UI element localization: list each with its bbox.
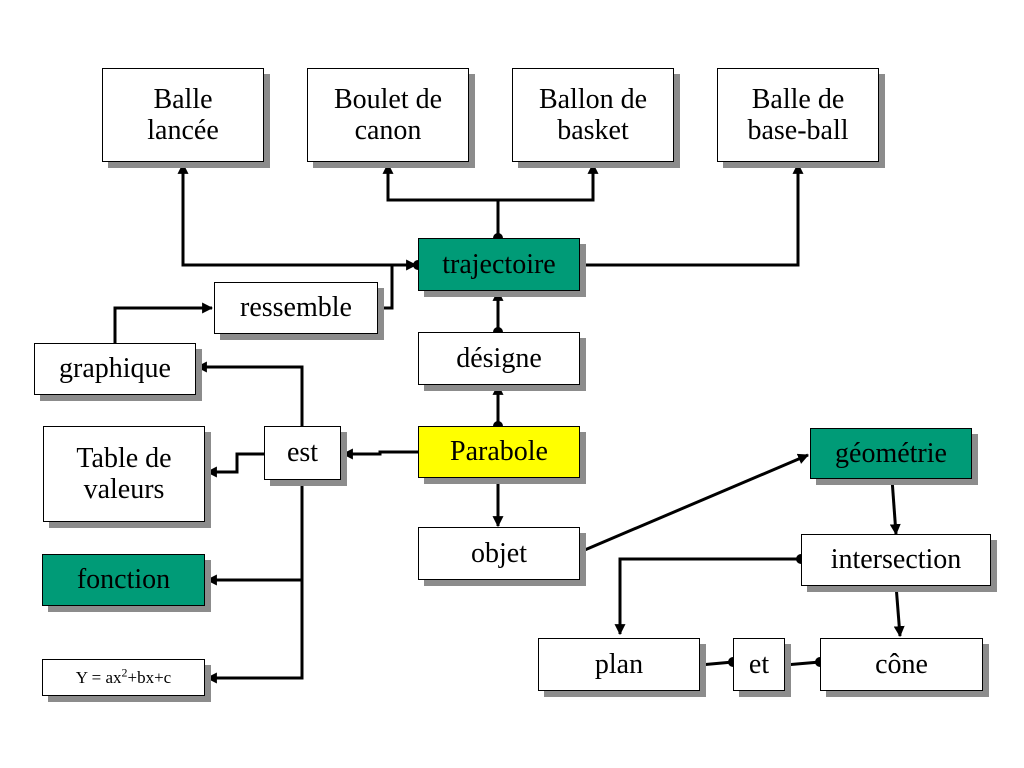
node-table-valeurs-label: Table de valeurs xyxy=(76,442,172,505)
node-fonction: fonction xyxy=(42,554,205,606)
link-est-table-valeurs xyxy=(205,452,264,478)
node-trajectoire-label: trajectoire xyxy=(442,248,556,280)
node-balle-lancee: Balle lancée xyxy=(102,68,264,162)
equation-exponent: 2 xyxy=(121,665,128,680)
node-plan-label: plan xyxy=(594,648,644,680)
link-est-equation xyxy=(205,580,304,684)
link-est-fonction xyxy=(205,480,304,586)
node-designe-label: désigne xyxy=(456,342,542,374)
node-ballon-basket: Ballon de basket xyxy=(512,68,674,162)
node-est-label: est xyxy=(286,437,319,469)
node-plan: plan xyxy=(538,638,700,691)
node-cone: cône xyxy=(820,638,983,691)
node-ressemble-label: ressemble xyxy=(240,292,352,324)
node-et: et xyxy=(733,638,785,691)
link-objet-geometrie xyxy=(579,453,810,554)
node-geometrie-label: géométrie xyxy=(835,437,947,469)
node-geometrie: géométrie xyxy=(810,428,972,479)
link-ressemble-trajectoire xyxy=(378,259,418,310)
node-boulet-canon-label: Boulet de canon xyxy=(333,83,443,146)
node-et-label: et xyxy=(748,648,770,680)
link-trajectoire-boulet-canon xyxy=(382,162,500,238)
node-ressemble: ressemble xyxy=(214,282,378,334)
node-balle-baseball-label: Balle de base-ball xyxy=(747,83,849,146)
node-objet-label: objet xyxy=(471,537,527,569)
link-trajectoire-balle-baseball xyxy=(580,162,804,267)
node-equation-label: Y = ax2+bx+c xyxy=(75,665,172,687)
node-ballon-basket-label: Ballon de basket xyxy=(538,83,648,146)
equation-base: Y = ax xyxy=(75,667,122,687)
node-est: est xyxy=(264,426,341,480)
node-objet: objet xyxy=(418,527,580,580)
link-trajectoire-balle-lancee xyxy=(177,162,418,267)
equation-rest: +bx+c xyxy=(127,667,172,687)
link-geometrie-intersection xyxy=(889,478,901,536)
node-graphique: graphique xyxy=(34,343,196,395)
node-intersection: intersection xyxy=(801,534,991,586)
link-plan-et xyxy=(699,660,734,667)
node-equation: Y = ax2+bx+c xyxy=(42,659,205,696)
node-cone-label: cône xyxy=(875,648,928,680)
link-et-cone xyxy=(784,660,821,667)
link-est-graphique xyxy=(195,361,304,426)
node-trajectoire: trajectoire xyxy=(418,238,580,291)
link-parabole-est xyxy=(341,448,418,460)
node-parabole: Parabole xyxy=(418,426,580,478)
link-intersection-plan xyxy=(614,557,801,636)
node-designe: désigne xyxy=(418,332,580,385)
node-parabole-label: Parabole xyxy=(450,436,548,468)
node-graphique-label: graphique xyxy=(59,353,171,385)
link-trajectoire-ballon-basket xyxy=(498,162,599,202)
node-boulet-canon: Boulet de canon xyxy=(307,68,469,162)
link-graphique-ressemble xyxy=(113,302,214,343)
node-fonction-label: fonction xyxy=(76,564,171,596)
node-intersection-label: intersection xyxy=(830,544,962,576)
node-balle-lancee-label: Balle lancée xyxy=(147,83,219,146)
node-table-valeurs: Table de valeurs xyxy=(43,426,205,522)
node-balle-baseball: Balle de base-ball xyxy=(717,68,879,162)
link-intersection-cone xyxy=(893,584,905,638)
